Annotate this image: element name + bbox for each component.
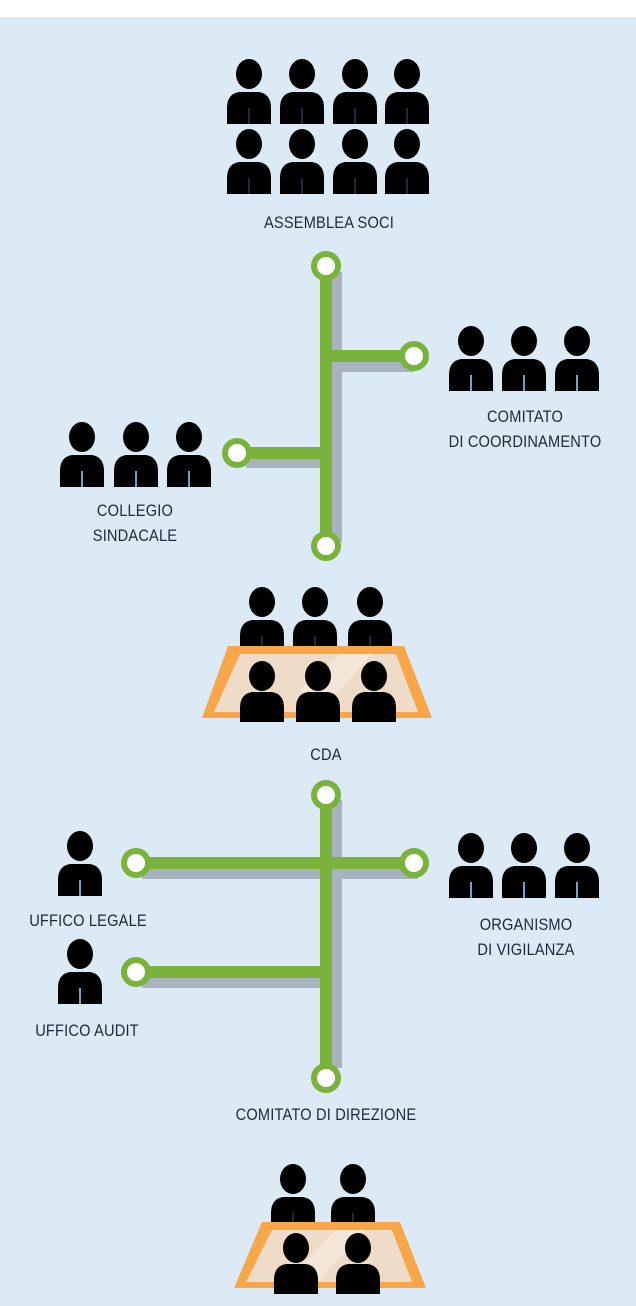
comitato-coordinamento-group <box>448 325 600 392</box>
label-comitato-line2: DI COORDINAMENTO <box>448 432 602 451</box>
organismo-vigilanza-group <box>448 832 600 899</box>
label-collegio-line2: SINDACALE <box>92 526 178 545</box>
person-icon <box>226 58 272 125</box>
person-icon <box>448 325 494 392</box>
top-band <box>0 0 636 17</box>
label-comitato-direzione: COMITATO DI DIREZIONE <box>218 1102 435 1127</box>
person-icon <box>270 1163 316 1230</box>
label-ufficio-legale: UFFICO LEGALE <box>12 908 163 933</box>
node-icon <box>222 438 252 468</box>
person-icon <box>332 128 378 195</box>
person-icon <box>448 832 494 899</box>
person-icon <box>292 586 338 653</box>
assemblea-soci-group <box>226 58 430 195</box>
label-collegio-sindacale: COLLEGIO SINDACALE <box>71 498 200 548</box>
label-cda-text: CDA <box>310 745 342 764</box>
label-organismo-vigilanza: ORGANISMO DI VIGILANZA <box>449 912 604 962</box>
person-icon <box>501 325 547 392</box>
person-icon <box>347 586 393 653</box>
person-icon <box>166 421 212 488</box>
person-icon <box>113 421 159 488</box>
person-icon <box>332 58 378 125</box>
person-icon <box>330 1163 376 1230</box>
person-icon <box>384 128 430 195</box>
label-organismo-line1: ORGANISMO <box>479 915 573 934</box>
label-assemblea-soci: ASSEMBLEA SOCI <box>242 210 416 235</box>
label-assemblea-soci-text: ASSEMBLEA SOCI <box>264 213 394 232</box>
node-icon <box>311 1063 341 1093</box>
person-icon <box>384 58 430 125</box>
person-icon <box>554 832 600 899</box>
node-icon <box>311 780 341 810</box>
node-icon <box>121 957 151 987</box>
label-comitato-direzione-text: COMITATO DI DIREZIONE <box>235 1105 417 1124</box>
label-cda: CDA <box>283 742 369 767</box>
label-collegio-line1: COLLEGIO <box>96 501 174 520</box>
person-icon <box>239 586 285 653</box>
person-icon <box>226 128 272 195</box>
person-icon <box>57 830 103 897</box>
label-comitato-line1: COMITATO <box>486 407 564 426</box>
cda-meeting-table-icon <box>202 586 432 722</box>
label-comitato-coordinamento: COMITATO DI COORDINAMENTO <box>435 404 616 454</box>
node-icon <box>121 848 151 878</box>
ufficio-audit-group <box>57 938 103 1005</box>
person-icon <box>279 128 325 195</box>
comitato-direzione-meeting-table-icon <box>234 1163 426 1294</box>
node-icon <box>311 531 341 561</box>
person-icon <box>501 832 547 899</box>
ufficio-legale-group <box>57 830 103 897</box>
person-icon <box>554 325 600 392</box>
label-ufficio-legale-text: UFFICO LEGALE <box>29 911 147 930</box>
connector-lower <box>121 780 429 1093</box>
label-ufficio-audit: UFFICO AUDIT <box>16 1018 159 1043</box>
node-icon <box>399 341 429 371</box>
node-icon <box>399 848 429 878</box>
connector-upper <box>222 251 429 561</box>
collegio-sindacale-group <box>59 421 212 488</box>
label-ufficio-audit-text: UFFICO AUDIT <box>35 1021 139 1040</box>
label-organismo-line2: DI VIGILANZA <box>477 940 575 959</box>
person-icon <box>59 421 105 488</box>
person-icon <box>279 58 325 125</box>
person-icon <box>57 938 103 1005</box>
node-icon <box>311 251 341 281</box>
